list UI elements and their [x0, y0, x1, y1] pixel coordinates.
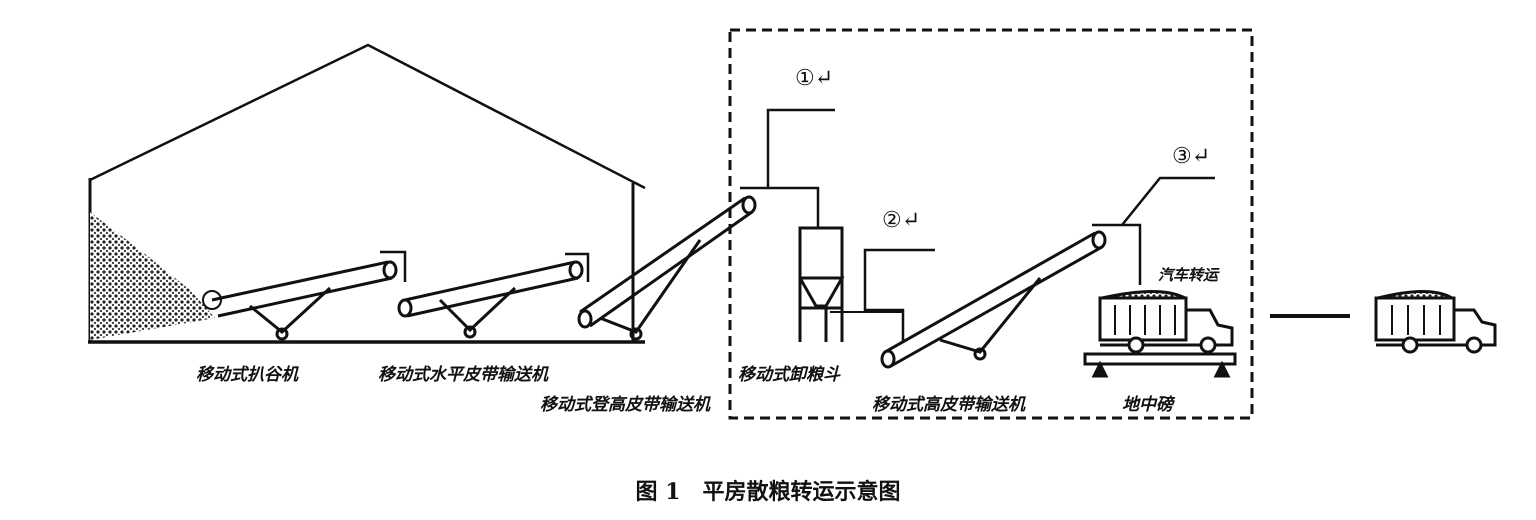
unloading-hopper — [740, 108, 935, 342]
label-horizontal-conveyor: 移动式水平皮带输送机 — [378, 365, 548, 385]
marker-3: ③↵ — [1172, 144, 1211, 169]
label-high-conveyor: 移动式高皮带输送机 — [872, 395, 1025, 415]
marker-2: ②↵ — [882, 208, 921, 233]
climbing-conveyor — [577, 195, 757, 341]
label-truck-transport: 汽车转运 — [1158, 266, 1219, 284]
figure-caption: 图 1 平房散粮转运示意图 — [635, 479, 901, 505]
label-rake: 移动式扒谷机 — [196, 365, 298, 385]
grain-pile — [90, 212, 215, 340]
weighbridge — [1083, 352, 1237, 366]
horizontal-conveyor — [397, 252, 590, 339]
marker-1: ①↵ — [795, 66, 834, 91]
dashed-boundary — [728, 28, 1254, 420]
warehouse — [88, 43, 646, 344]
label-unloading-hopper: 移动式卸粮斗 — [738, 365, 840, 385]
truck-on-scale — [1083, 290, 1237, 378]
label-weighbridge: 地中磅 — [1122, 395, 1173, 415]
label-climbing-conveyor: 移动式登高皮带输送机 — [540, 395, 710, 415]
high-conveyor — [880, 176, 1215, 369]
truck — [1374, 290, 1497, 354]
rake-conveyor — [202, 250, 407, 341]
